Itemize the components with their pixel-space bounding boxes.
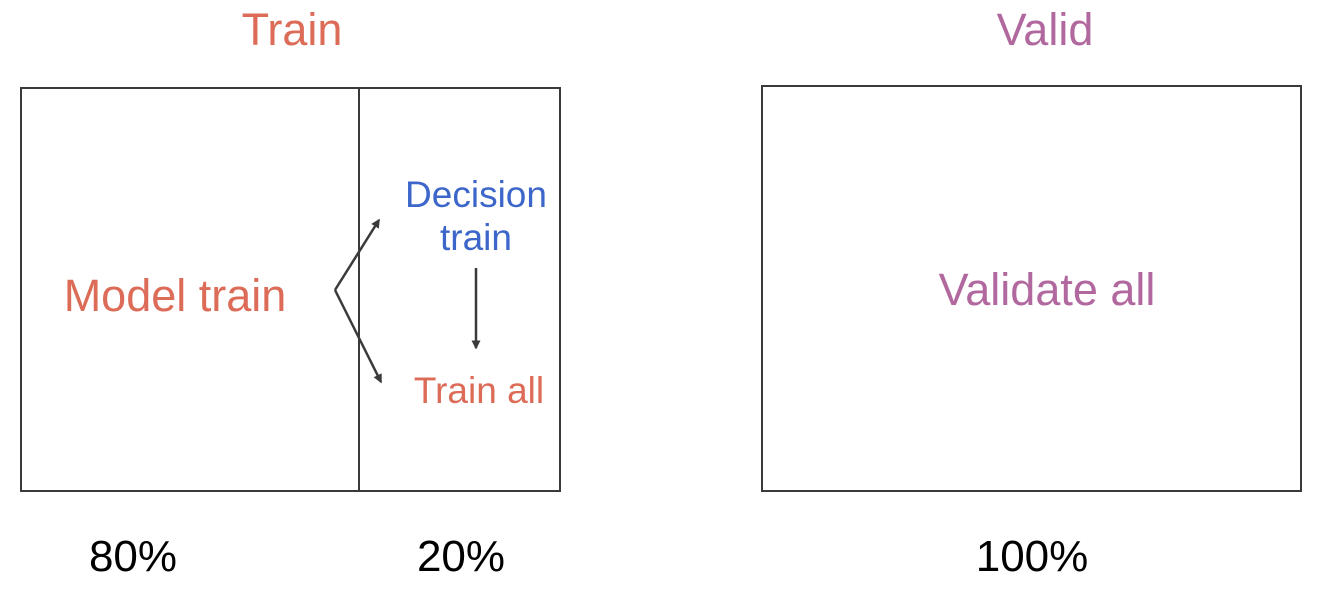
valid-share-label: 100% (975, 532, 1089, 581)
train-left-share-label: 80% (88, 532, 178, 581)
train-right-share-label: 20% (416, 532, 506, 581)
valid-box (761, 85, 1302, 492)
model-train-label: Model train (63, 270, 287, 321)
train-panel-title: Train (241, 4, 343, 55)
train-box (20, 87, 561, 492)
valid-panel-title: Valid (996, 4, 1094, 55)
train-all-label: Train all (413, 370, 545, 411)
decision-train-label: Decision train (405, 174, 547, 258)
validate-all-label: Validate all (938, 264, 1156, 315)
train-split-divider (358, 87, 360, 492)
